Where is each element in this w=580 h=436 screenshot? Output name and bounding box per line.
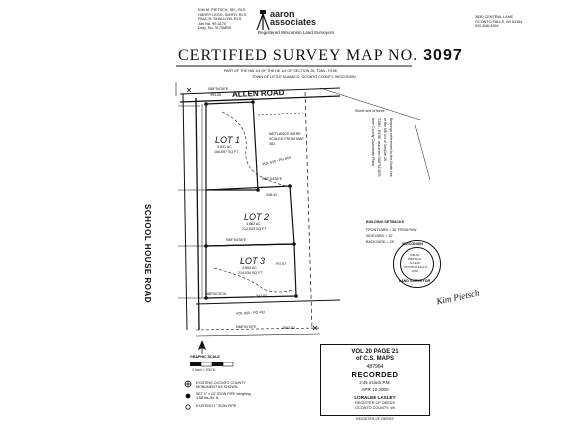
lot-1-sqft: 166,897 SQ FT xyxy=(214,150,239,154)
lot-1-label: LOT 1 xyxy=(215,135,241,145)
recording-volume: VOL 20 PAGE 21 xyxy=(351,349,399,355)
bearing-top: S88°54'38"E xyxy=(208,87,229,91)
bearing-top-distance: 393.85 xyxy=(210,93,221,97)
map-number: 3097 xyxy=(423,47,463,64)
north-arrow-icon xyxy=(198,340,206,354)
company-tagline: Registered Wisconsin Land Surveyors xyxy=(258,30,335,35)
location-line-1: PART OF THE NW 1/4 OF THE NE 1/4 OF SECT… xyxy=(224,69,339,73)
existing-iron-pipe-icon xyxy=(185,404,191,410)
recording-stamp: VOL 20 PAGE 21 of C.S. MAPS 487964 RECOR… xyxy=(320,344,430,416)
bearing-basis-note: Bearings referenced to the North line of… xyxy=(371,118,393,177)
location-line-2: TOWN OF LITTLE SUAMICO, OCONTO COUNTY, W… xyxy=(252,75,357,79)
lot-2-label: LOT 2 xyxy=(244,212,270,222)
register-county: OCONTO COUNTY, WI xyxy=(355,406,395,410)
setback-back: BACKYARD = 25' xyxy=(366,240,395,244)
road-label-west: SCHOOL HOUSE ROAD xyxy=(143,204,152,304)
legend-item-set-pipe: SET 1" x 24" IRON PIPE weighing 1.68 lbs… xyxy=(196,392,251,401)
seal-inner-ring xyxy=(400,247,434,281)
setback-front: FRONTYARD = 30' FROM R/W xyxy=(366,228,417,232)
surveyor-tripod-icon xyxy=(256,10,270,30)
recording-map-type: of C.S. MAPS xyxy=(355,356,394,362)
page-reference: PG 57 xyxy=(276,262,287,266)
lot-1-area: 3.831 AC xyxy=(217,145,232,149)
monument-symbol-icon xyxy=(184,380,192,388)
company-address: 3830 CENTRAL LANE OCONTO FALLS, WI 54154… xyxy=(475,15,523,29)
wetlands-note: WETLANDS WERE SCALED FROM MAP 382. xyxy=(269,132,304,146)
scale-note: 1 inch = 200 ft. xyxy=(192,368,216,372)
bearing-south-distance: 2593.51 xyxy=(282,326,295,330)
document-number: 487964 xyxy=(366,364,384,370)
bearing-mid1-distance: 348.41 xyxy=(266,193,277,197)
bearing-mid2: S88°54'38"E xyxy=(226,238,247,242)
title-rule xyxy=(176,65,412,67)
setbacks-title: BUILDING SETBACKS xyxy=(366,220,405,224)
lot-2-sqft: 212,633 SQ FT xyxy=(242,227,267,231)
lot-3-area: 4.890 AC xyxy=(242,266,257,270)
setback-side: SIDEYARD = 10' xyxy=(366,234,393,238)
bearing-bottom: N88°00'00"W xyxy=(205,292,227,296)
scale-title: GRAPHIC SCALE xyxy=(190,355,220,359)
recorded-time: 2:45 o'clock P.M. xyxy=(359,380,391,385)
lot-3-label: LOT 3 xyxy=(240,256,266,266)
sheet-note: Sheet one of three xyxy=(355,109,385,113)
recorded-date: APR 12 2000 xyxy=(361,387,389,392)
lot-2-area: 4.882 AC xyxy=(246,222,261,226)
document-title: CERTIFIED SURVEY MAP NO. 3097 xyxy=(178,47,463,64)
legend-item-existing-pipe: EXISTING 1" IRON PIPE xyxy=(196,404,237,408)
surveyor-names: KIM M. PIETSCH, SR., RLS HARRY LEGG, SMI… xyxy=(198,8,247,31)
bearing-mid1: S88°54'38"E xyxy=(262,177,283,181)
register-footer: REGISTER OF DEEDS xyxy=(356,417,394,421)
legend-item-monument: EXISTING OCONTO COUNTY MONUMENT AS SHOWN xyxy=(196,381,246,390)
register-role: REGISTER OF DEEDS xyxy=(355,401,395,405)
bearing-bottom-distance: 542.83 xyxy=(256,294,267,298)
recorded-word: RECORDED xyxy=(351,370,399,379)
set-iron-pipe-icon xyxy=(185,393,191,399)
register-name: LORALEE LASLEY xyxy=(354,395,396,400)
graphic-scale-bar xyxy=(190,362,234,367)
road-label-north: ALLEN ROAD xyxy=(231,88,285,99)
lot-3-sqft: 214,034 SQ FT xyxy=(238,271,263,275)
bearing-south: N88°00'00"E xyxy=(236,325,257,329)
surveyor-seal: WISCONSIN KIM M. PIETSCH S-1220 OCONTO F… xyxy=(393,240,441,288)
